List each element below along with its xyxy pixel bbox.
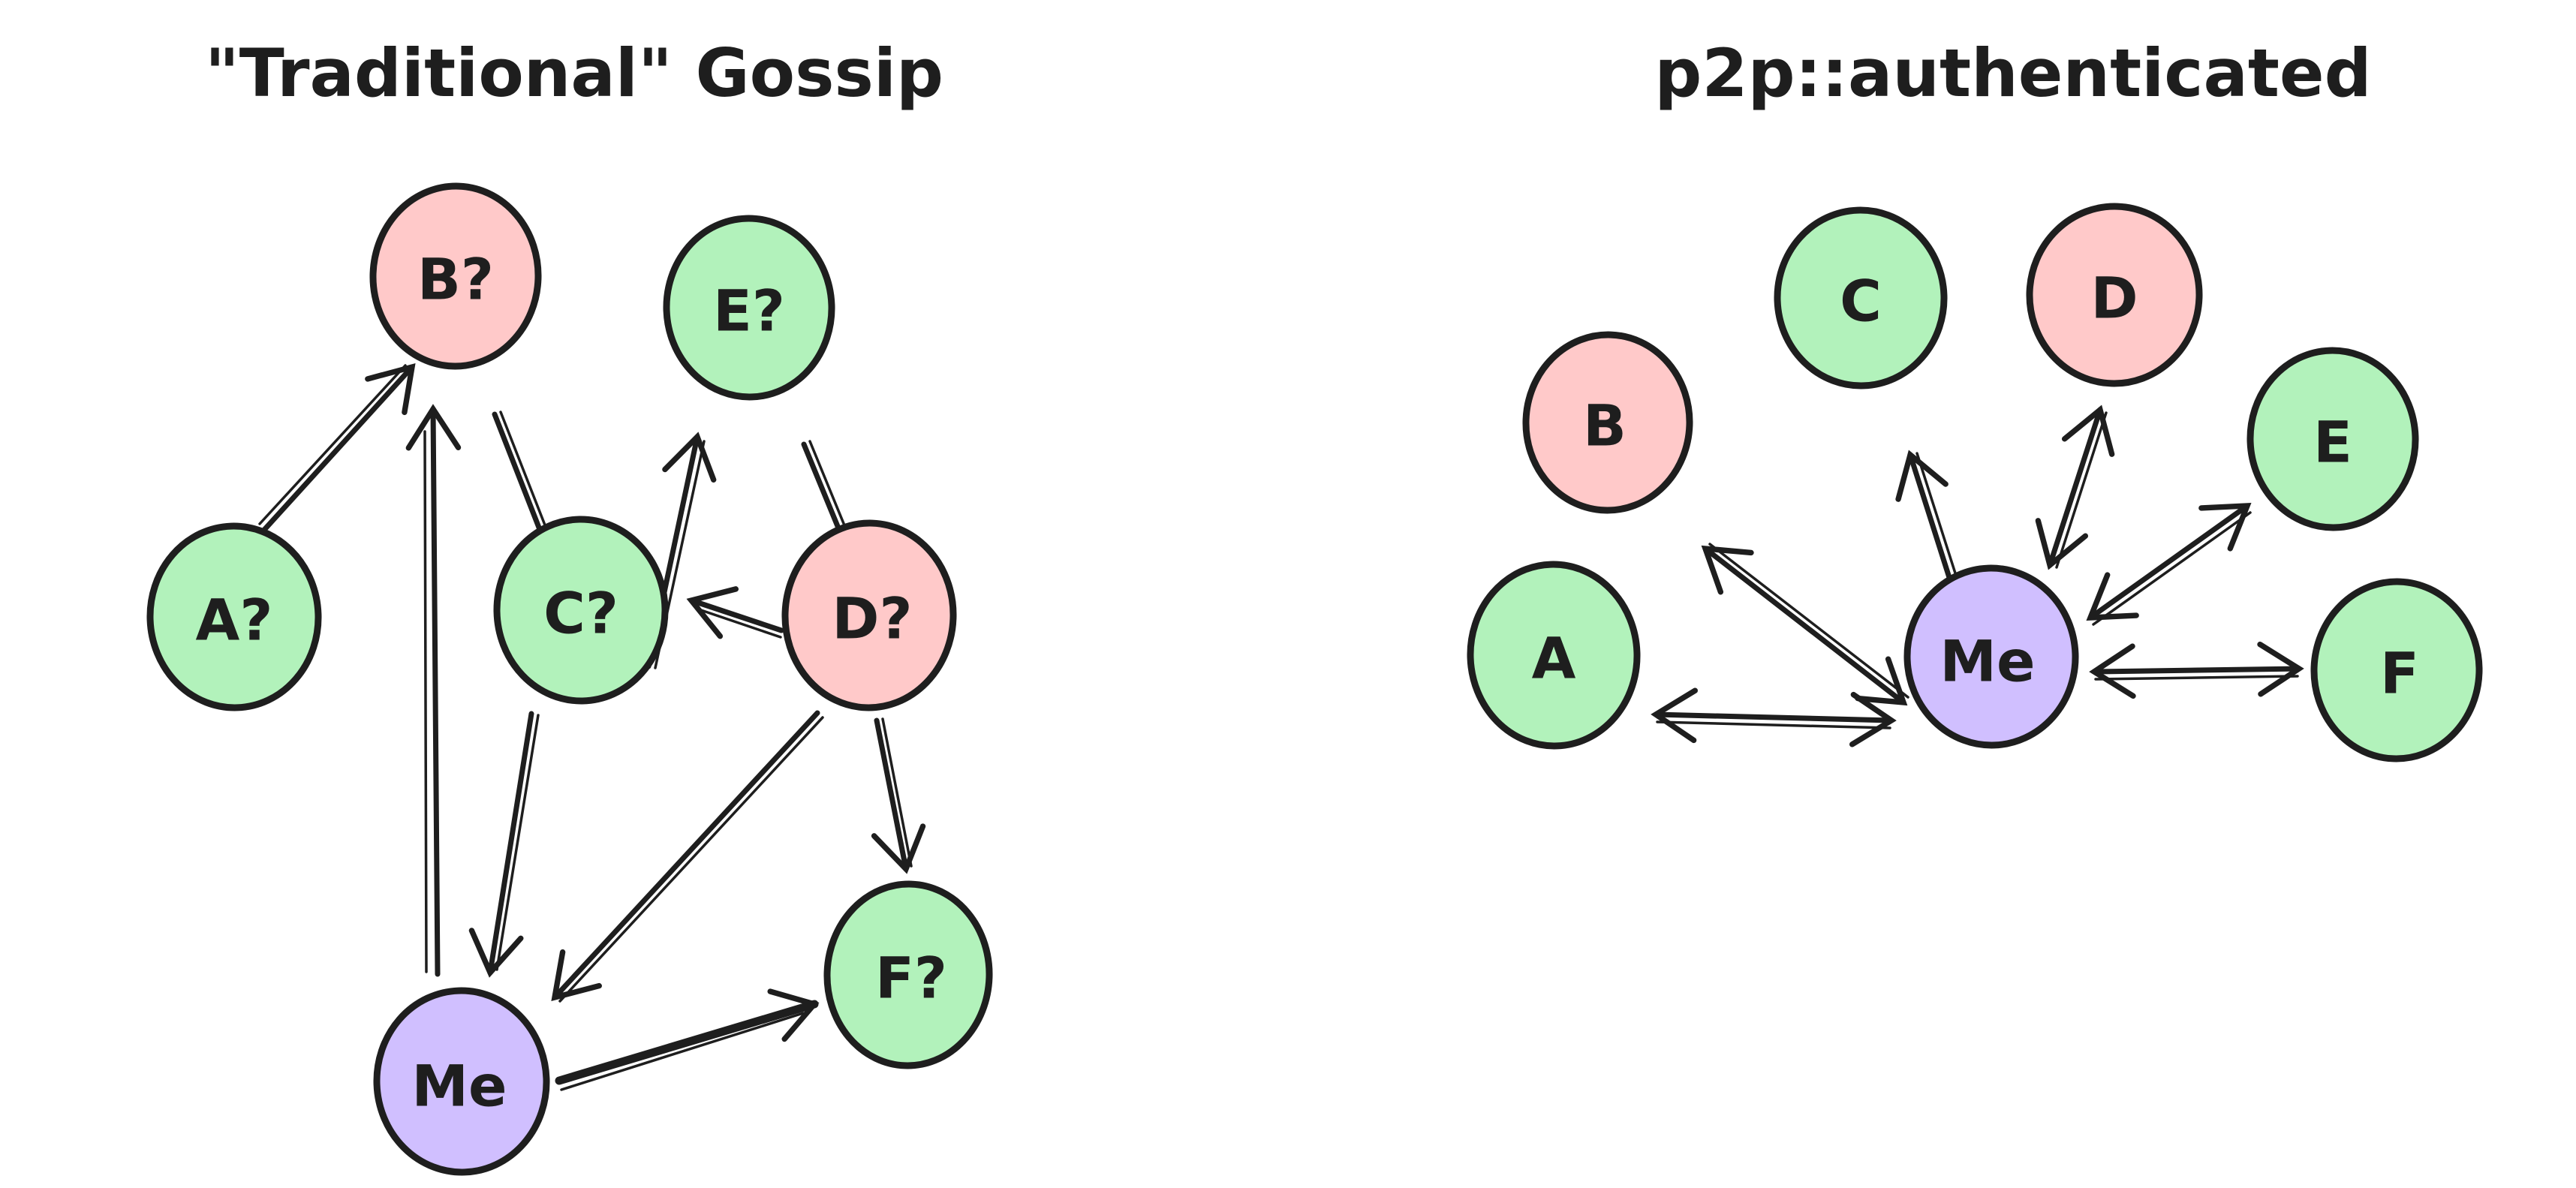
node-left-me-circle — [373, 987, 550, 1176]
edge-me-to-fq-arrow — [555, 988, 820, 1091]
node-right-d: D — [2026, 203, 2203, 387]
node-left-d-circle — [781, 519, 957, 711]
edge-dq-to-fq-sketchline — [881, 717, 913, 868]
node-left-c-label: C? — [543, 580, 618, 647]
node-left-d: D? — [781, 519, 957, 711]
node-right-f-circle — [2310, 578, 2483, 762]
edge-me-f-doublearrow — [2089, 641, 2304, 699]
edge-dq-to-me-line — [551, 710, 820, 1001]
edge-dq-to-fq-line — [871, 717, 926, 874]
node-left-e: E? — [663, 215, 835, 401]
node-left-f-label: F? — [875, 945, 947, 1012]
edge-aq-to-bq-sketchline — [258, 364, 407, 525]
edge-me-f-line — [2089, 641, 2304, 699]
node-right-me-label: Me — [1940, 628, 2035, 695]
edge-cq-to-me-line — [468, 711, 534, 978]
node-right-a: A — [1467, 561, 1641, 750]
edge-me-e-doublearrow — [2086, 503, 2252, 626]
left-diagram-nodes: A? B? C? D? E? F? Me — [146, 182, 993, 1176]
edge-me-a-line — [1651, 687, 1897, 747]
edge-me-a-doublearrow — [1651, 687, 1897, 747]
edge-dq-to-fq-arrow — [871, 717, 926, 874]
node-left-e-circle — [663, 215, 835, 401]
node-left-me-label: Me — [411, 1053, 507, 1120]
edge-me-b-doublearrow — [1701, 543, 1909, 706]
right-diagram-title: p2p::authenticated — [1654, 35, 2371, 112]
edge-me-d-line — [2035, 405, 2115, 570]
node-left-a: A? — [146, 522, 322, 711]
edge-dq-to-me-arrow — [551, 710, 824, 1003]
edge-dq-to-cq-arrow — [686, 586, 784, 639]
edge-cq-to-me-arrow — [468, 711, 540, 978]
right-diagram-nodes: A B C D E F Me — [1467, 203, 2483, 762]
node-right-e-circle — [2246, 347, 2419, 531]
node-left-f: F? — [823, 880, 993, 1069]
edge-dq-to-cq-line — [686, 586, 784, 639]
edge-me-to-bq-arrow — [405, 404, 462, 977]
node-left-b-circle — [369, 182, 542, 370]
node-right-d-circle — [2026, 203, 2203, 387]
edge-me-e-sketchline — [2092, 511, 2252, 626]
edge-aq-to-bq-arrow — [258, 362, 416, 533]
node-left-d-label: D? — [832, 585, 912, 652]
edge-me-to-fq-sketchline — [560, 1012, 805, 1091]
node-right-b-circle — [1522, 331, 1693, 514]
edge-me-f-sketchline — [2094, 675, 2299, 681]
edge-me-e-line — [2086, 503, 2252, 621]
node-right-b: B — [1522, 331, 1693, 514]
node-left-a-circle — [146, 522, 322, 711]
node-right-c-label: C — [1840, 268, 1882, 335]
edge-cq-to-me-sketchline — [495, 714, 540, 971]
node-left-b: B? — [369, 182, 542, 370]
node-right-e: E — [2246, 347, 2419, 531]
node-left-f-circle — [823, 880, 993, 1069]
left-diagram-title: "Traditional" Gossip — [205, 35, 943, 112]
node-right-me-circle — [1903, 564, 2079, 749]
edge-me-b-line — [1701, 545, 1908, 706]
edge-me-to-bq-sketchline — [423, 430, 428, 973]
node-right-a-label: A — [1532, 625, 1576, 692]
node-left-b-label: B? — [417, 246, 494, 313]
left-diagram-edges — [258, 362, 926, 1091]
node-right-f-label: F — [2380, 640, 2419, 707]
node-left-me: Me — [373, 987, 550, 1176]
edge-me-a-sketchline — [1656, 720, 1891, 729]
edge-me-b-sketchline — [1708, 543, 1909, 699]
edge-me-d-sketchline — [2055, 411, 2108, 569]
node-right-b-label: B — [1583, 392, 1627, 459]
node-right-d-label: D — [2090, 265, 2138, 332]
edge-me-d-doublearrow — [2035, 405, 2115, 570]
node-left-e-label: E? — [713, 278, 785, 344]
node-left-a-label: A? — [196, 587, 273, 654]
node-right-c-circle — [1774, 206, 1948, 389]
edge-dq-to-cq-sketchline — [695, 607, 782, 639]
edge-me-to-fq-line — [555, 988, 820, 1085]
edge-me-to-bq-line — [405, 404, 462, 977]
edge-aq-to-bq-line — [261, 362, 416, 533]
edge-dq-to-me-sketchline — [558, 716, 824, 1003]
node-right-a-circle — [1467, 561, 1641, 750]
node-right-e-label: E — [2313, 409, 2352, 476]
node-right-me: Me — [1903, 564, 2079, 749]
node-right-c: C — [1774, 206, 1948, 389]
node-right-f: F — [2310, 578, 2483, 762]
node-left-c-circle — [493, 516, 669, 705]
node-left-c: C? — [493, 516, 669, 705]
